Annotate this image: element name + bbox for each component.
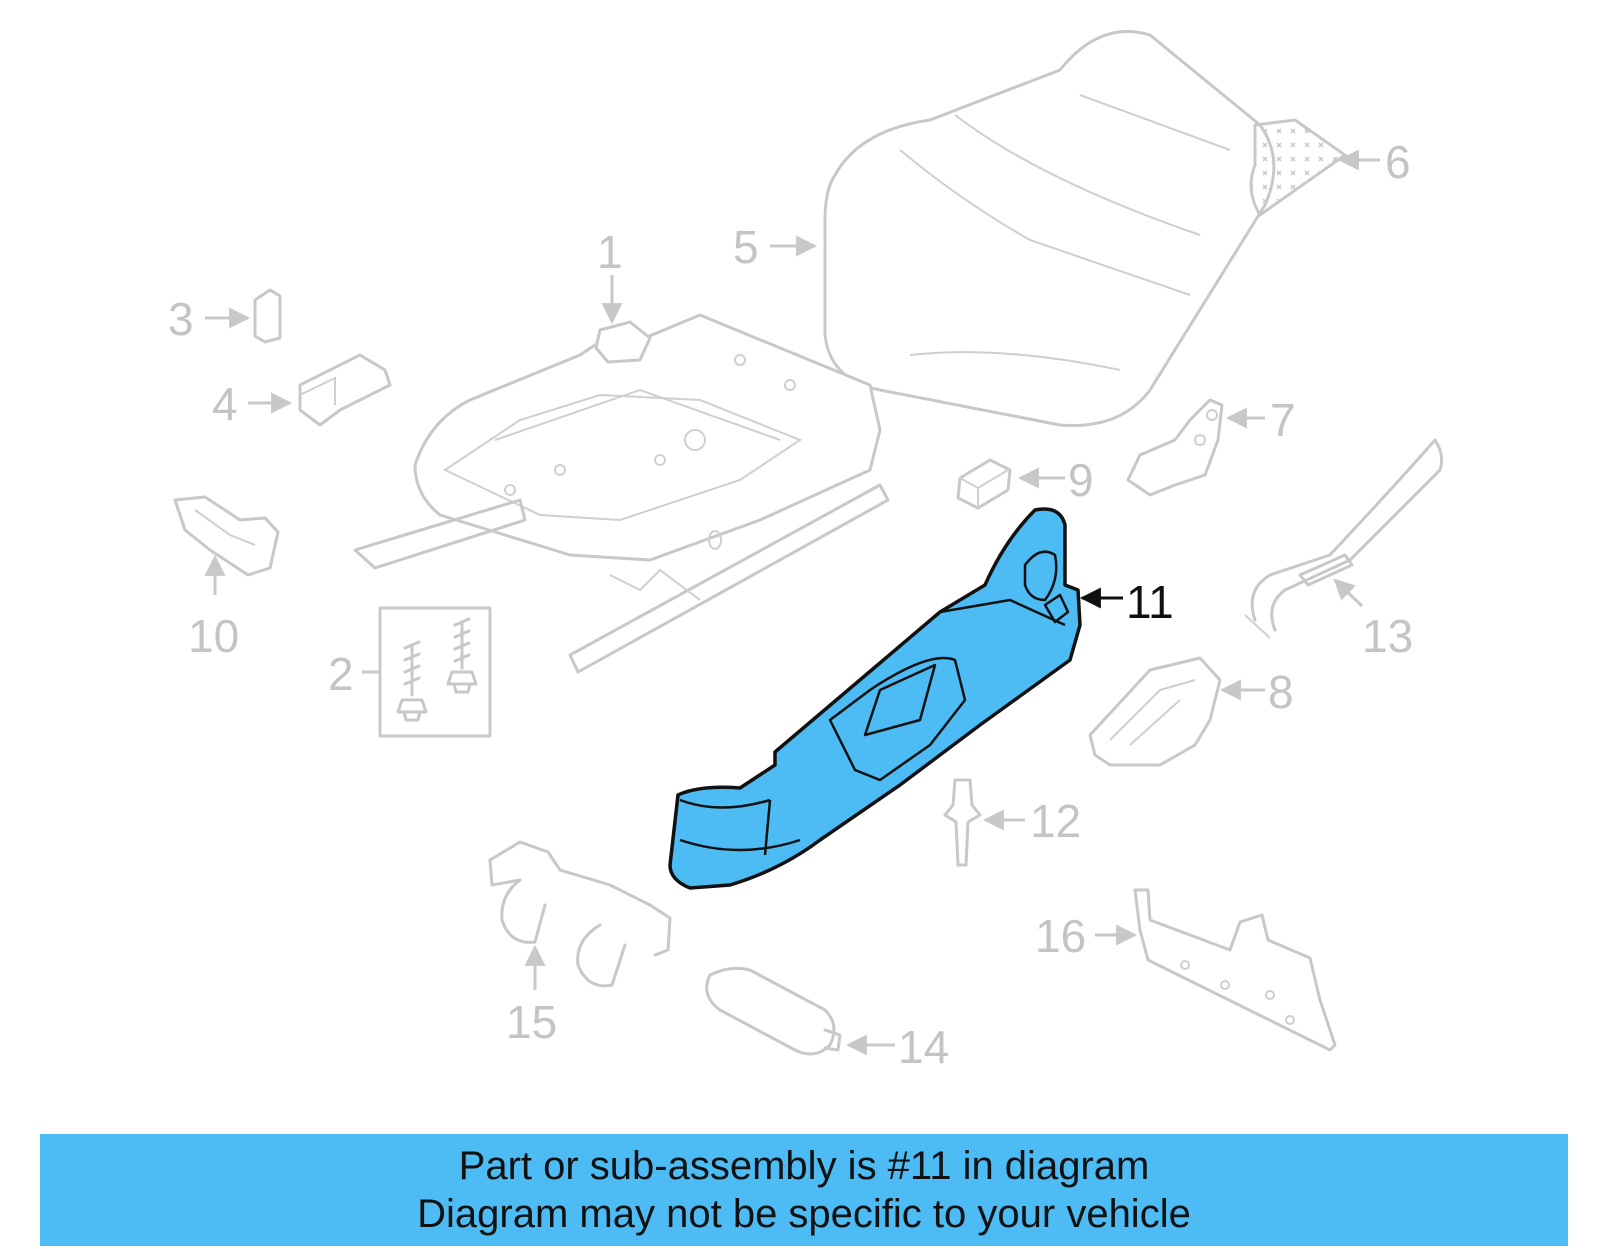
part-16-bracket	[1133, 888, 1337, 1052]
banner-line-2: Diagram may not be specific to your vehi…	[417, 1192, 1191, 1236]
part-8-switch	[1088, 656, 1222, 767]
part-6-heater-mesh	[1249, 118, 1348, 218]
part-2-bolts	[378, 606, 492, 738]
callout-1: 1	[597, 226, 623, 278]
callout-2: 2	[328, 648, 354, 700]
callout-16: 16	[1035, 910, 1086, 962]
callout-4: 4	[212, 378, 238, 430]
callout-12: 12	[1030, 795, 1081, 847]
callout-13: 13	[1362, 610, 1413, 662]
callout-8: 8	[1268, 666, 1294, 718]
part-3-clip	[253, 288, 282, 344]
callout-10: 10	[188, 610, 239, 662]
part-4-bracket	[298, 353, 392, 427]
banner-line-1: Part or sub-assembly is #11 in diagram	[458, 1144, 1150, 1188]
callout-3: 3	[168, 293, 194, 345]
part-12-clip	[943, 778, 982, 867]
callout-labels: 1 2 3 4 5 6 7 8 9 10 11 12 13 14 15 16	[168, 136, 1413, 1073]
callout-14: 14	[898, 1021, 949, 1073]
callout-7: 7	[1270, 394, 1296, 446]
callout-6: 6	[1385, 136, 1411, 188]
part-7-bracket	[1126, 398, 1224, 497]
callout-15: 15	[506, 996, 557, 1048]
part-9-clip	[956, 458, 1012, 510]
callout-9: 9	[1068, 454, 1094, 506]
part-13-cable	[1244, 438, 1444, 639]
part-14-tube	[705, 966, 842, 1056]
callout-arrows	[204, 149, 1380, 1056]
part-1-seat-frame	[353, 313, 890, 674]
info-banner: Part or sub-assembly is #11 in diagram D…	[40, 1134, 1568, 1246]
callout-11: 11	[1126, 576, 1174, 628]
part-11-side-shield	[668, 507, 1082, 890]
callout-5: 5	[733, 221, 759, 273]
part-10-trim-cover	[173, 495, 280, 577]
part-5-seat-cushion	[823, 30, 1276, 428]
part-11-highlight	[668, 507, 1082, 890]
part-15-brackets	[488, 840, 672, 988]
